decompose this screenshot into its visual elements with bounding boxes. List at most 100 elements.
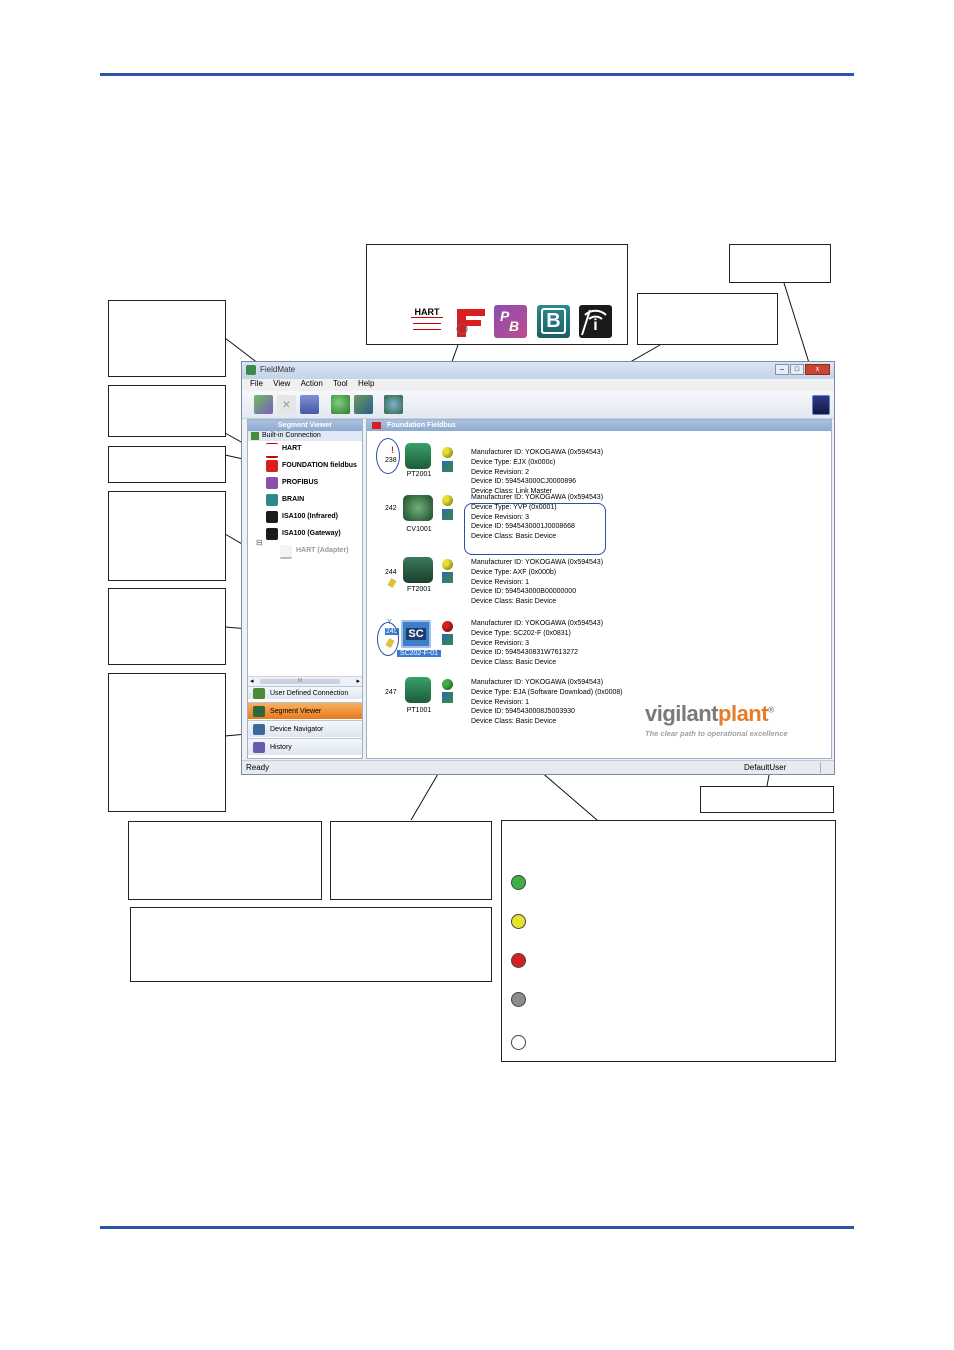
history-icon xyxy=(253,742,265,753)
tree-expander[interactable]: ⊟ xyxy=(256,538,263,547)
device-tag: PT1001 xyxy=(406,707,432,714)
vigilantplant-tagline: The clear path to operational excellence xyxy=(645,729,788,738)
isa100-gateway-icon xyxy=(266,528,278,540)
communication-icon xyxy=(442,572,453,583)
menu-action[interactable]: Action xyxy=(300,379,323,388)
tree-item-profibus[interactable]: PROFIBUS xyxy=(266,476,318,490)
properties-icon[interactable] xyxy=(300,395,319,414)
communication-icon xyxy=(442,692,453,703)
device-info: Manufacturer ID: YOKOGAWA (0x594543)Devi… xyxy=(471,449,604,496)
legend-red-dot xyxy=(511,953,526,968)
callout-device-info xyxy=(108,446,226,483)
minimize-button[interactable]: – xyxy=(775,364,789,375)
nav-history[interactable]: History xyxy=(248,738,362,755)
sidebar-scrollbar[interactable]: ◂ III ▸ xyxy=(248,676,362,687)
device-list-panel: Foundation Fieldbus ! 238 PT2001 Manufac… xyxy=(366,419,832,759)
legend-yellow-dot xyxy=(511,914,526,929)
callout-device-icon xyxy=(108,491,226,581)
legend-gray-dot xyxy=(511,992,526,1007)
device-info: Manufacturer ID: YOKOGAWA (0x594543)Devi… xyxy=(471,559,604,606)
tree-item-hart-adapter[interactable]: HART (Adapter) xyxy=(280,544,349,559)
device-row[interactable]: 244 FT2001 Manufacturer ID: YOKOGAWA (0x… xyxy=(367,555,827,615)
highlight-box-device-info xyxy=(464,503,606,555)
callout-hint xyxy=(130,907,492,982)
segment-viewer-icon xyxy=(253,706,265,717)
menu-bar: File View Action Tool Help xyxy=(242,379,834,391)
device-tag: PT2001 xyxy=(406,471,432,478)
segment-header: Foundation Fieldbus xyxy=(367,420,831,431)
menu-tool[interactable]: Tool xyxy=(333,379,348,388)
built-in-connection[interactable]: Built-in Connection xyxy=(248,431,362,441)
tool-icon[interactable] xyxy=(354,395,373,414)
device-row[interactable]: ! 238 PT2001 Manufacturer ID: YOKOGAWA (… xyxy=(367,435,827,495)
menu-help[interactable]: Help xyxy=(357,379,375,388)
device-row[interactable]: 247 PT1001 Manufacturer ID: YOKOGAWA (0x… xyxy=(367,675,827,735)
window-title: FieldMate xyxy=(260,365,296,374)
foundation-fieldbus-header-icon xyxy=(372,422,381,429)
status-led-yellow xyxy=(442,447,453,458)
device-tag: SC202-F-01 xyxy=(397,650,441,657)
device-info: Manufacturer ID: YOKOGAWA (0x594543)Devi… xyxy=(471,679,623,726)
status-text: Ready xyxy=(246,763,270,772)
brain-icon xyxy=(266,494,278,506)
tree-item-isa100-infrared[interactable]: ISA100 (Infrared) xyxy=(266,510,338,524)
scroll-thumb[interactable]: III xyxy=(260,679,340,684)
highlight-oval-selected xyxy=(377,622,399,656)
communication-icon xyxy=(442,634,453,645)
connection-icon xyxy=(251,432,259,440)
user-defined-connection[interactable]: User Defined Connection xyxy=(248,686,362,699)
callout-status-legend xyxy=(501,820,836,1062)
communication-icon xyxy=(442,509,453,520)
callout-protocol-icons: HART P B B i xyxy=(366,244,628,345)
isa100-logo: i xyxy=(579,305,612,338)
scroll-left-arrow[interactable]: ◂ xyxy=(250,678,254,685)
tree-item-isa100-gateway[interactable]: ISA100 (Gateway) xyxy=(266,527,341,541)
menu-view[interactable]: View xyxy=(273,379,291,388)
menu-file[interactable]: File xyxy=(250,379,263,388)
legend-green-dot xyxy=(511,875,526,890)
status-led-red xyxy=(442,621,453,632)
brain-logo: B xyxy=(537,305,570,338)
callout-navigator xyxy=(108,673,226,812)
communication-icon xyxy=(442,461,453,472)
status-led-yellow xyxy=(442,495,453,506)
segment-viewer-panel: Segment Viewer Built-in Connection HART … xyxy=(247,419,363,759)
tree-item-brain[interactable]: BRAIN xyxy=(266,493,304,507)
callout-user xyxy=(700,786,834,813)
device-row[interactable]: 242 CV1001 Manufacturer ID: YOKOGAWA (0x… xyxy=(367,494,827,555)
profibus-logo: P B xyxy=(494,305,527,338)
delete-icon[interactable]: × xyxy=(277,395,296,414)
device-info: Manufacturer ID: YOKOGAWA (0x594543)Devi… xyxy=(471,494,604,541)
callout-segment xyxy=(108,385,226,437)
device-tag: CV1001 xyxy=(406,526,432,533)
title-bar: FieldMate – □ x xyxy=(242,362,834,379)
status-user: DefaultUser xyxy=(744,763,787,772)
valve-positioner-icon xyxy=(403,495,433,521)
scroll-right-arrow[interactable]: ▸ xyxy=(356,678,360,685)
profibus-icon xyxy=(266,477,278,489)
network-icon[interactable] xyxy=(384,395,403,414)
callout-main-area xyxy=(330,821,492,900)
status-divider xyxy=(820,762,821,773)
refresh-icon[interactable] xyxy=(254,395,273,414)
hart-logo-text: HART xyxy=(411,307,443,318)
maximize-button[interactable]: □ xyxy=(790,364,804,375)
nav-device-navigator[interactable]: Device Navigator xyxy=(248,720,362,737)
vigilantplant-logo: vigilantplant® xyxy=(645,701,774,726)
tree-item-hart[interactable]: HART xyxy=(266,442,301,458)
header-rule xyxy=(100,73,854,76)
status-led-green xyxy=(442,679,453,690)
device-dtm-icon[interactable] xyxy=(812,395,830,415)
search-device-icon[interactable] xyxy=(331,395,350,414)
footer-rule xyxy=(100,1226,854,1229)
status-led-yellow xyxy=(442,559,453,570)
tree-item-foundation-fieldbus[interactable]: FOUNDATION fieldbus xyxy=(266,459,357,473)
nav-segment-viewer[interactable]: Segment Viewer xyxy=(248,702,362,719)
close-button[interactable]: x xyxy=(805,364,830,375)
tag-icon xyxy=(387,578,397,588)
pressure-transmitter-icon xyxy=(405,677,431,703)
segment-viewer-header: Segment Viewer xyxy=(248,420,362,431)
pressure-transmitter-icon xyxy=(405,443,431,469)
flowmeter-icon xyxy=(403,557,433,583)
device-row-selected[interactable]: Y 245 SC SC202-F-01 Manufacturer ID: YOK… xyxy=(367,615,827,675)
